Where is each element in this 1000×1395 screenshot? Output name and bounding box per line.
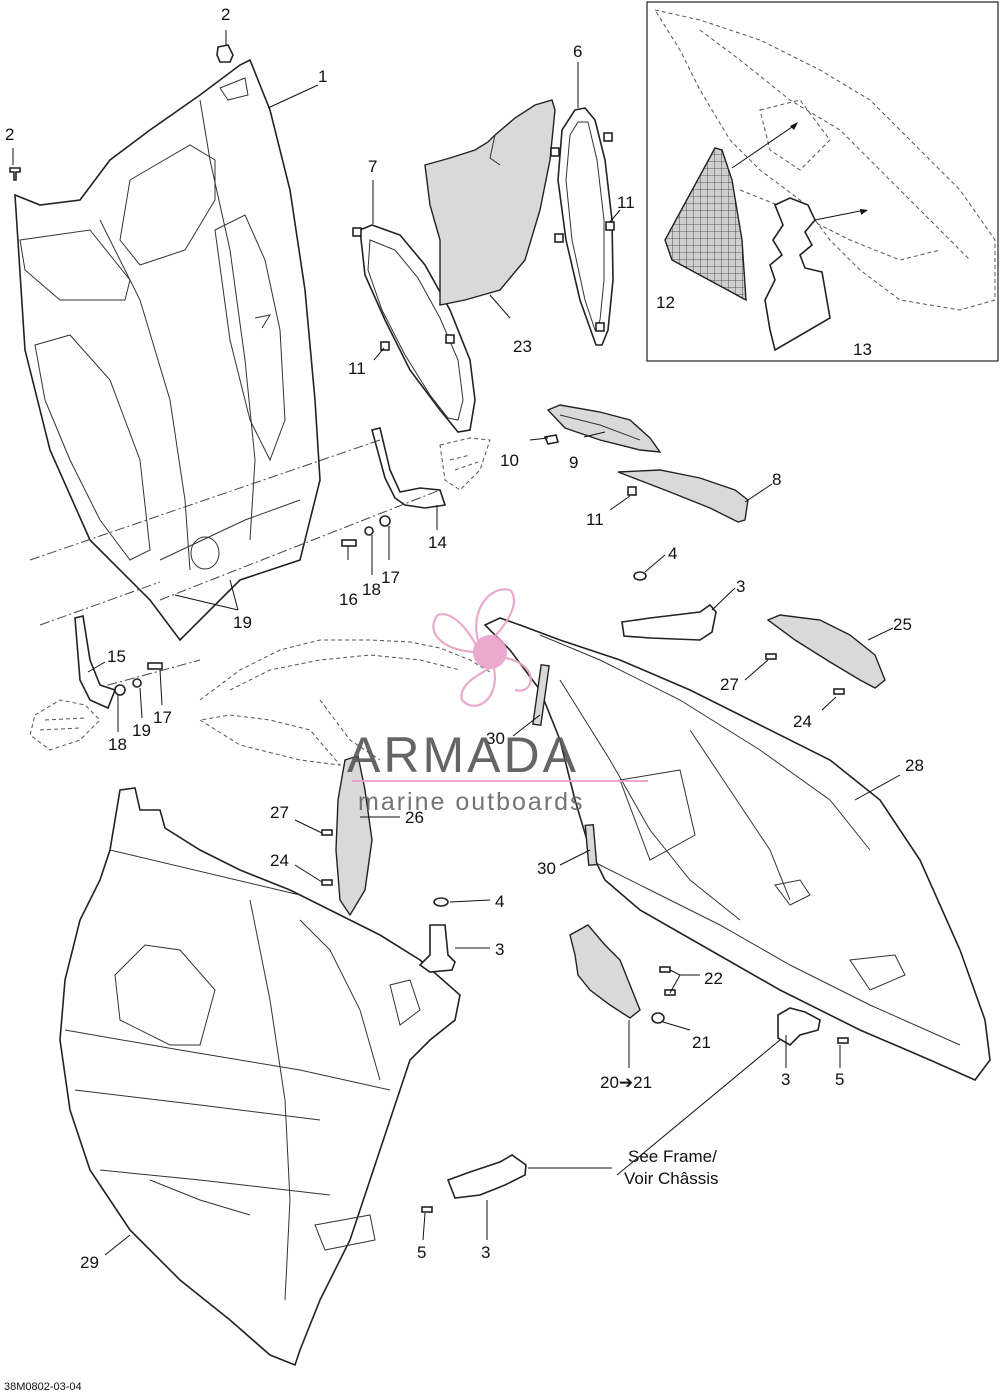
callout-11-b: 11 xyxy=(348,359,366,378)
callout-3-bottom: 3 xyxy=(481,1243,490,1262)
part-3-handles xyxy=(418,603,821,1199)
callout-14: 14 xyxy=(428,533,447,552)
callout-29: 29 xyxy=(80,1253,99,1272)
callout-9: 9 xyxy=(569,453,578,472)
callout-10: 10 xyxy=(500,451,519,470)
callout-4-lower: 4 xyxy=(495,892,504,911)
part-2-clip xyxy=(9,44,234,181)
part-9-vent xyxy=(546,404,662,453)
part-4-caps xyxy=(433,571,647,907)
part-29-side-panel xyxy=(59,787,461,1367)
part-1-front-panel xyxy=(14,58,321,642)
part-14-bracket xyxy=(371,427,491,509)
callout-28: 28 xyxy=(905,756,924,775)
watermark-brand: ARMADA xyxy=(347,727,579,783)
callout-3-mid: 3 xyxy=(495,940,504,959)
callout-6: 6 xyxy=(573,42,582,61)
leader-lines xyxy=(12,30,901,1256)
callout-11-a: 11 xyxy=(617,193,635,212)
part-10-clip xyxy=(543,434,560,445)
callout-23: 23 xyxy=(513,337,532,356)
callout-5-right: 5 xyxy=(835,1070,844,1089)
callout-17-lower: 18 xyxy=(108,735,127,754)
part-11-clips xyxy=(352,132,637,496)
see-frame-note-line2: Voir Châssis xyxy=(624,1169,718,1188)
callout-13: 13 xyxy=(853,340,872,359)
inset-detail xyxy=(646,1,999,362)
propeller-logo-icon xyxy=(432,588,532,707)
callout-30-lower: 30 xyxy=(537,859,556,878)
callout-12: 12 xyxy=(656,293,675,312)
callout-30-upper: 30 xyxy=(486,729,505,748)
callout-20-21: 20➔21 xyxy=(600,1073,652,1092)
callout-27-left: 27 xyxy=(270,803,289,822)
callout-16-upper: 16 xyxy=(339,590,358,609)
callout-24-right: 24 xyxy=(793,712,812,731)
part-28-side-panel xyxy=(483,617,991,1081)
callout-15: 15 xyxy=(107,647,126,666)
watermark-tagline: marine outboards xyxy=(358,788,585,816)
drawing-code: 38M0802-03-04 xyxy=(4,1381,82,1393)
callout-7: 7 xyxy=(368,157,377,176)
callout-1: 1 xyxy=(318,67,327,86)
part-12-foam xyxy=(664,147,747,302)
part-6-vent-bezel xyxy=(557,107,614,346)
callout-18-upper: 18 xyxy=(362,580,381,599)
callout-8: 8 xyxy=(772,470,781,489)
part-23-foam xyxy=(424,99,556,306)
callout-25: 25 xyxy=(893,615,912,634)
centre-lines xyxy=(29,439,441,691)
callout-4-upper: 4 xyxy=(668,544,677,563)
callout-26: 26 xyxy=(405,808,424,827)
part-30-strips xyxy=(532,663,598,867)
callout-2-left: 2 xyxy=(5,125,14,144)
callout-22: 22 xyxy=(704,969,723,988)
callout-17-upper: 17 xyxy=(381,568,400,587)
callout-24-left: 24 xyxy=(270,851,289,870)
callout-3-right: 3 xyxy=(781,1070,790,1089)
callout-3-upper: 3 xyxy=(736,577,745,596)
callout-27-right: 27 xyxy=(720,675,739,694)
part-13-foam xyxy=(764,197,831,352)
callout-11-c: 11 xyxy=(586,510,604,529)
part-26-trim xyxy=(335,755,373,917)
callout-labels: 2 2 1 6 7 11 11 23 12 13 10 9 8 11 14 16… xyxy=(4,5,924,1393)
callout-21: 21 xyxy=(692,1033,711,1052)
part-8-trim xyxy=(617,469,749,523)
callout-18-lower: 19 xyxy=(132,721,151,740)
see-frame-note-line1: See Frame/ xyxy=(628,1147,717,1166)
watermark: ARMADA marine outboards xyxy=(347,588,648,816)
part-7-vent-bezel xyxy=(359,224,476,433)
hardware-upper xyxy=(341,515,391,547)
callout-5-bottom: 5 xyxy=(417,1243,426,1262)
part-15-bracket xyxy=(29,615,163,751)
part-20-bracket xyxy=(569,924,665,1024)
callout-19: 19 xyxy=(233,613,252,632)
part-25-trim xyxy=(766,614,886,689)
callout-16-lower: 17 xyxy=(153,708,172,727)
ghost-left-part xyxy=(198,639,491,766)
callout-2-top: 2 xyxy=(221,5,230,24)
